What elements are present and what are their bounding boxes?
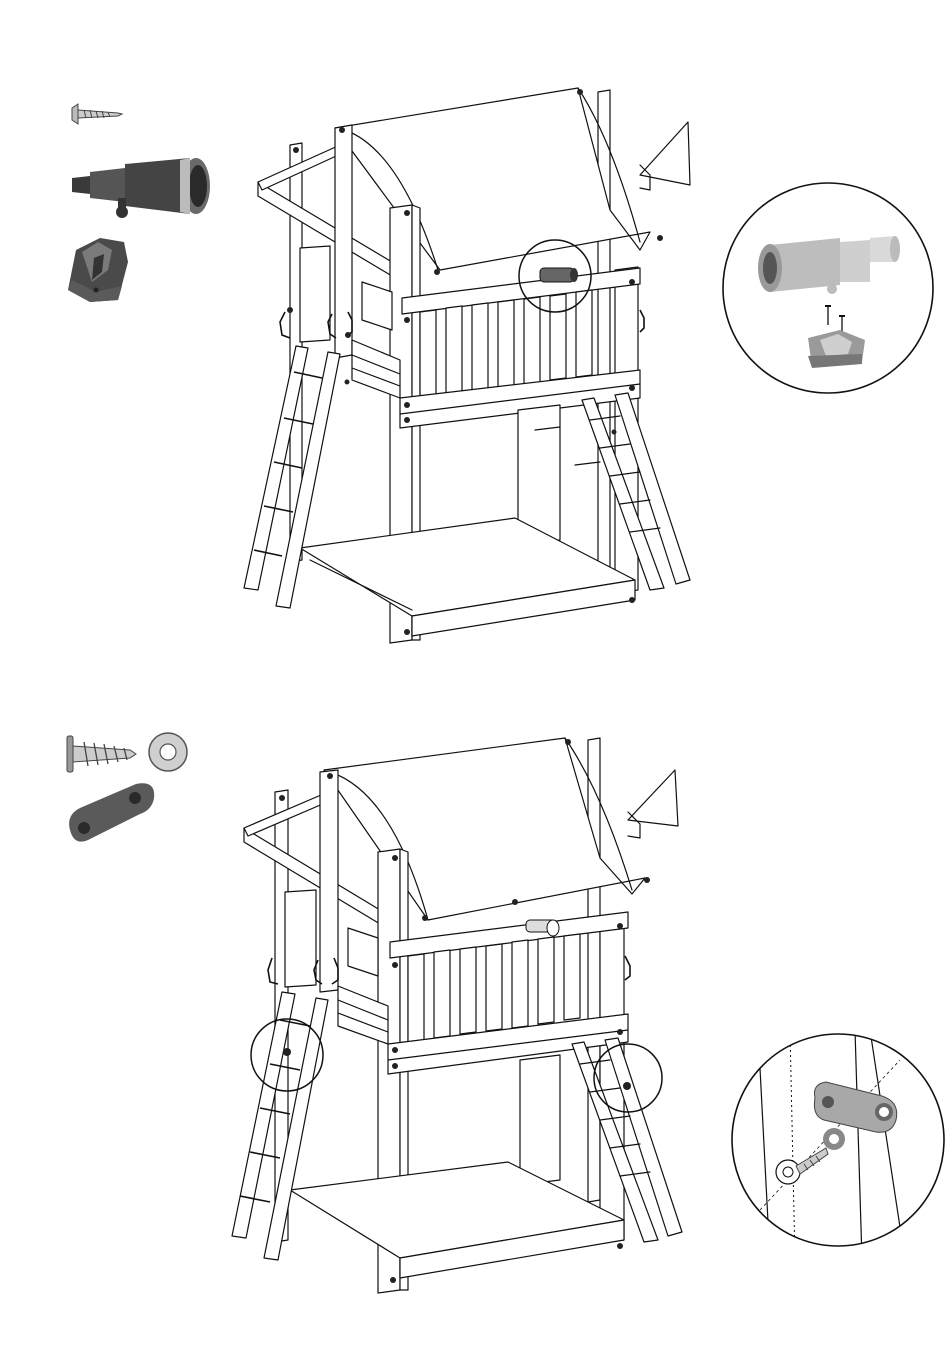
ladder-bracket-fixing-detail	[0, 680, 950, 1360]
washer-detail-icon	[823, 1128, 845, 1150]
step-1-panel	[0, 0, 950, 680]
step-2-panel	[0, 680, 950, 1360]
telescope-mounting-detail	[0, 0, 950, 680]
